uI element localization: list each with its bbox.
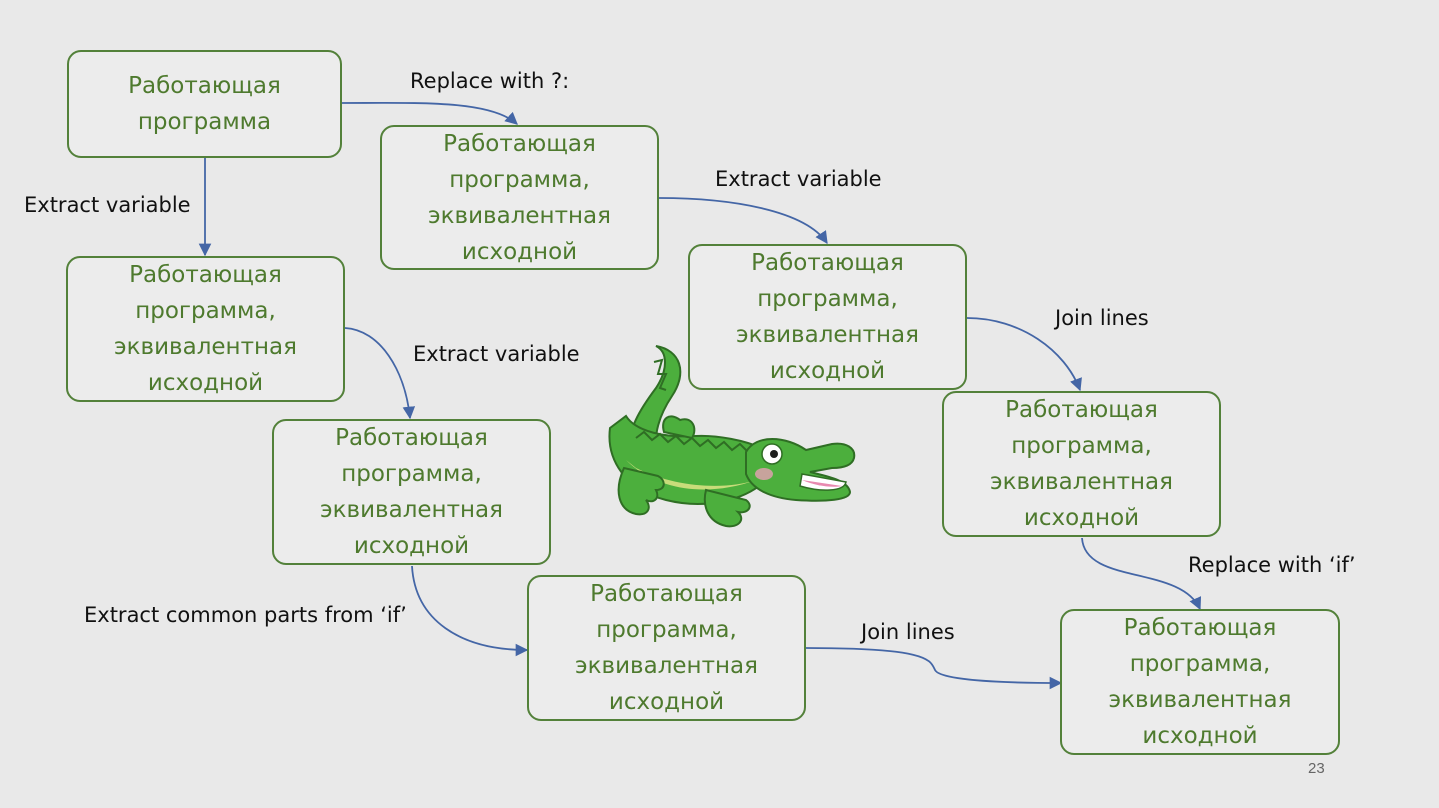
flow-box-final: Работающая программа, эквивалентная исхо… — [1060, 609, 1340, 755]
box-line: исходной — [1023, 505, 1140, 531]
box-line: исходной — [608, 689, 725, 715]
flow-box-extract-2: Работающая программа, эквивалентная исхо… — [688, 244, 967, 390]
box-line: эквивалентная — [990, 469, 1173, 495]
box-line: Работающая — [751, 250, 904, 276]
box-line: программа, — [135, 298, 276, 324]
box-line: эквивалентная — [428, 202, 611, 229]
flow-box-common-parts: Работающая программа, эквивалентная исхо… — [527, 575, 806, 721]
flow-box-start: Работающая программа — [67, 50, 342, 158]
label-extract-variable-3: Extract variable — [413, 342, 580, 366]
label-extract-variable-2: Extract variable — [715, 167, 882, 191]
box-line: эквивалентная — [736, 322, 919, 348]
arrow-replace-ternary — [341, 101, 518, 125]
label-replace-ternary: Replace with ?: — [410, 69, 570, 93]
box-line: исходной — [353, 533, 470, 559]
box-line: Работающая — [1005, 397, 1158, 423]
box-line: Работающая — [1123, 615, 1277, 641]
box-line: исходной — [461, 238, 578, 265]
flow-box-join-1: Работающая программа, эквивалентная исхо… — [942, 391, 1221, 537]
label-replace-if: Replace with ‘if’ — [1188, 553, 1356, 577]
box-line: эквивалентная — [1108, 687, 1292, 713]
box-line: программа, — [596, 617, 737, 643]
arrow-extract-common — [411, 565, 529, 657]
box-line: исходной — [769, 358, 886, 384]
box-line: исходной — [147, 370, 264, 396]
box-line: программа, — [1129, 651, 1271, 677]
box-line: программа, — [757, 286, 898, 312]
box-line: эквивалентная — [114, 334, 297, 360]
label-extract-variable-1: Extract variable — [24, 193, 191, 217]
label-join-lines-2: Join lines — [861, 620, 955, 644]
flow-box-extract-1: Работающая программа, эквивалентная исхо… — [66, 256, 345, 402]
box-line: программа — [137, 109, 272, 135]
flow-box-ternary: Работающая программа, эквивалентная исхо… — [380, 125, 659, 270]
box-line: Работающая — [335, 425, 488, 451]
crocodile-icon — [608, 345, 856, 528]
arrow-replace-if — [1081, 537, 1202, 611]
flow-box-extract-3: Работающая программа, эквивалентная исхо… — [272, 419, 551, 565]
box-line: программа, — [449, 166, 590, 193]
box-line: Работающая — [590, 581, 743, 607]
arrow-extract-variable-3 — [344, 327, 416, 420]
box-line: эквивалентная — [320, 497, 503, 523]
box-line: исходной — [1142, 723, 1258, 749]
box-line: программа, — [1011, 433, 1152, 459]
page-number: 23 — [1308, 760, 1325, 777]
arrow-join-lines-1 — [966, 317, 1082, 392]
label-extract-common: Extract common parts from ‘if’ — [84, 603, 407, 627]
box-line: Работающая — [128, 73, 281, 99]
arrow-extract-variable-2 — [658, 197, 828, 245]
box-line: программа, — [341, 461, 482, 487]
box-line: Работающая — [129, 262, 282, 288]
box-line: Работающая — [443, 130, 596, 157]
label-join-lines-1: Join lines — [1055, 306, 1149, 330]
box-line: эквивалентная — [575, 653, 758, 679]
arrow-join-lines-2 — [805, 647, 1063, 690]
